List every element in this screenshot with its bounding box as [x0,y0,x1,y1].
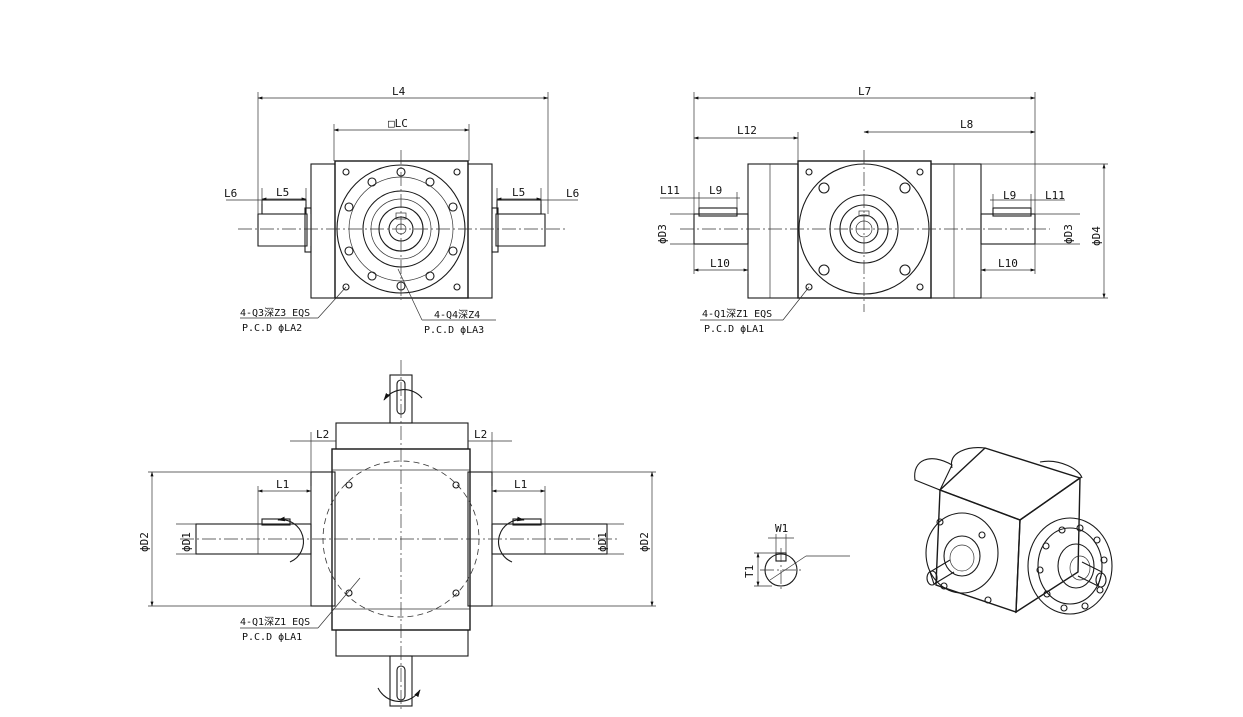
note-q1-side: 4-Q1深Z1 EQS [702,308,772,320]
note-q1-top: 4-Q1深Z1 EQS [240,616,310,628]
dim-l1-right: L1 [514,478,527,491]
note-pcd-la1-top: P.C.D ϕLA1 [242,632,302,643]
dim-d4: ϕD4 [1090,226,1103,246]
note-q4: 4-Q4深Z4 [434,309,480,321]
dim-d3-right: ϕD3 [1062,224,1075,244]
front-view: L4 □LC L6 L5 L5 L6 4-Q3深Z3 EQS P.C.D ϕLA… [224,85,579,336]
dim-l11-right: L11 [1045,189,1065,202]
dim-l11-left: L11 [660,184,680,197]
dim-l8: L8 [960,118,973,131]
dim-l10-right: L10 [998,257,1018,270]
note-pcd-la1-side: P.C.D ϕLA1 [704,324,764,335]
dim-l7: L7 [858,85,871,98]
dim-l2-left: L2 [316,428,329,441]
note-q3: 4-Q3深Z3 EQS [240,307,310,319]
dim-l4: L4 [392,85,406,98]
dim-l1-left: L1 [276,478,289,491]
dim-d2-right: ϕD2 [638,532,651,552]
dim-l10-left: L10 [710,257,730,270]
isometric-view [914,447,1113,615]
note-pcd-la3: P.C.D ϕLA3 [424,325,484,336]
side-view: L7 L12 L8 L11 L9 L9 L11 L10 L10 ϕD3 ϕD3 … [656,85,1108,335]
dim-l9-left: L9 [709,184,722,197]
dim-d2-left: ϕD2 [138,532,151,552]
dim-d1-left: ϕD1 [180,532,193,552]
dim-t1: T1 [743,565,756,578]
dim-l9-right: L9 [1003,189,1016,202]
dim-w1: W1 [775,522,788,535]
dim-l6-left: L6 [224,187,237,200]
dim-d1-right: ϕD1 [596,532,609,552]
note-pcd-la2: P.C.D ϕLA2 [242,323,302,334]
dim-lc: □LC [388,117,408,130]
dim-l12: L12 [737,124,757,137]
dim-l5-right: L5 [512,186,525,199]
dim-d3-left: ϕD3 [656,224,669,244]
keyway-detail: W1 T1 [743,522,850,592]
dim-l5-left: L5 [276,186,289,199]
top-view: L2 L2 L1 L1 ϕD2 ϕD1 ϕD1 ϕD2 4-Q1深Z1 EQS … [138,360,656,712]
dim-l2-right: L2 [474,428,487,441]
dim-l6-right: L6 [566,187,579,200]
